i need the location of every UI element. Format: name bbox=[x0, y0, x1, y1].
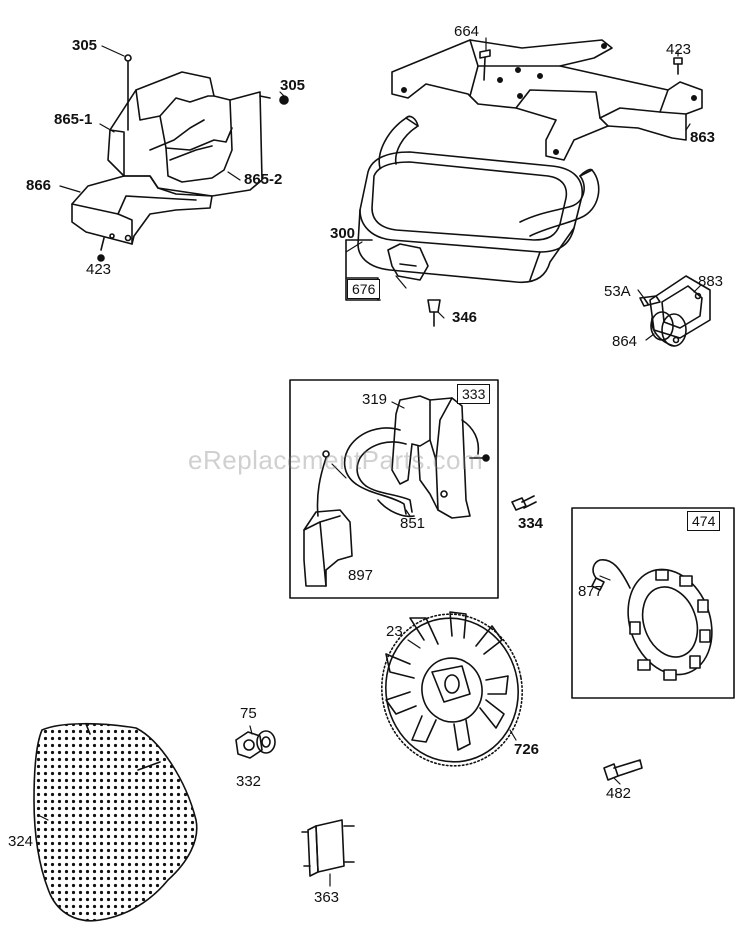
label-865-1: 865-1 bbox=[54, 111, 93, 128]
bolt-482 bbox=[603, 759, 643, 781]
label-865-2: 865-2 bbox=[244, 171, 283, 188]
label-864: 864 bbox=[612, 333, 638, 350]
screw-305-right bbox=[259, 95, 289, 105]
label-851: 851 bbox=[400, 515, 426, 532]
label-53a: 53A bbox=[604, 283, 631, 300]
label-676: 676 bbox=[347, 279, 381, 299]
label-346: 346 bbox=[452, 309, 478, 326]
label-363: 363 bbox=[314, 889, 340, 906]
label-305-right: 305 bbox=[280, 77, 306, 94]
blower-housing-shroud bbox=[71, 71, 263, 245]
screw-423-right bbox=[673, 57, 683, 75]
rotating-screen bbox=[33, 722, 198, 922]
label-423-right: 423 bbox=[666, 41, 692, 58]
screw-664 bbox=[479, 49, 491, 81]
label-866: 866 bbox=[26, 177, 52, 194]
label-863: 863 bbox=[690, 129, 716, 146]
alternator bbox=[591, 559, 713, 681]
label-726: 726 bbox=[514, 741, 540, 758]
label-324: 324 bbox=[8, 833, 34, 850]
label-883: 883 bbox=[698, 273, 724, 290]
label-305-top: 305 bbox=[72, 37, 98, 54]
label-332: 332 bbox=[236, 773, 262, 790]
label-333: 333 bbox=[457, 384, 491, 404]
alternator-box bbox=[571, 507, 735, 699]
label-300: 300 bbox=[330, 225, 356, 242]
label-877: 877 bbox=[578, 583, 604, 600]
muffler bbox=[357, 115, 600, 284]
ground-wire-897 bbox=[303, 450, 353, 587]
label-474: 474 bbox=[687, 511, 721, 531]
screw-423-left bbox=[97, 237, 105, 262]
muffler-bracket bbox=[391, 39, 703, 161]
label-897: 897 bbox=[348, 567, 374, 584]
ignition-armature bbox=[343, 395, 490, 519]
watermark: eReplacementParts.com bbox=[188, 445, 484, 475]
screw-305-top bbox=[124, 54, 132, 131]
label-423-left: 423 bbox=[86, 261, 112, 278]
leader-lines bbox=[39, 37, 701, 887]
label-664: 664 bbox=[454, 23, 480, 40]
bracket-363 bbox=[301, 819, 355, 877]
nut-and-washer bbox=[235, 730, 276, 759]
label-23: 23 bbox=[386, 623, 403, 640]
screw-334 bbox=[511, 495, 537, 511]
label-bracket-676-346 bbox=[345, 239, 381, 301]
label-482: 482 bbox=[606, 785, 632, 802]
label-319: 319 bbox=[362, 391, 388, 408]
exhaust-adapter bbox=[649, 275, 711, 347]
screw-53a bbox=[639, 295, 661, 307]
flywheel bbox=[381, 611, 523, 767]
label-75: 75 bbox=[240, 705, 257, 722]
armature-box bbox=[289, 379, 499, 599]
label-334: 334 bbox=[518, 515, 544, 532]
